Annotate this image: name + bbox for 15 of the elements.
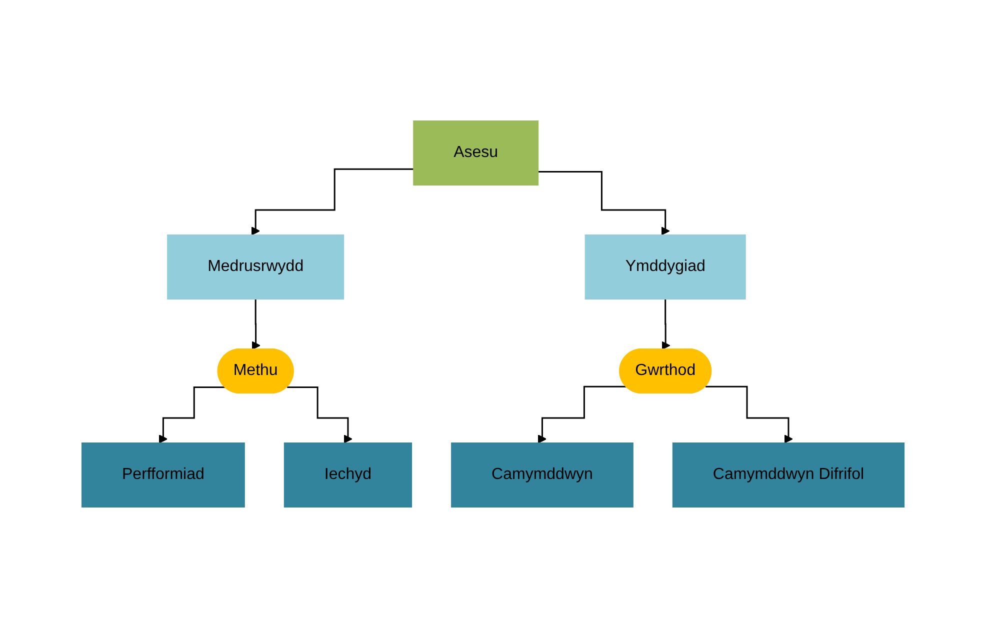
node-box: Iechyd	[284, 442, 413, 507]
arrow	[706, 385, 794, 443]
arrow	[159, 386, 226, 443]
node-box: Perfformiad	[82, 442, 246, 507]
node-box: Camymddwyn Difrifol	[672, 442, 906, 507]
arrow	[252, 168, 414, 235]
arrow	[252, 298, 261, 350]
node-box: Medrusrwydd	[168, 234, 345, 299]
arrow	[538, 385, 627, 443]
arrow	[538, 170, 670, 235]
arrow	[288, 386, 353, 443]
node-box: Ymddygiad	[585, 234, 746, 299]
node-box: Camymddwyn	[452, 442, 634, 507]
arrow	[662, 298, 671, 350]
node-box: Asesu	[414, 120, 540, 185]
